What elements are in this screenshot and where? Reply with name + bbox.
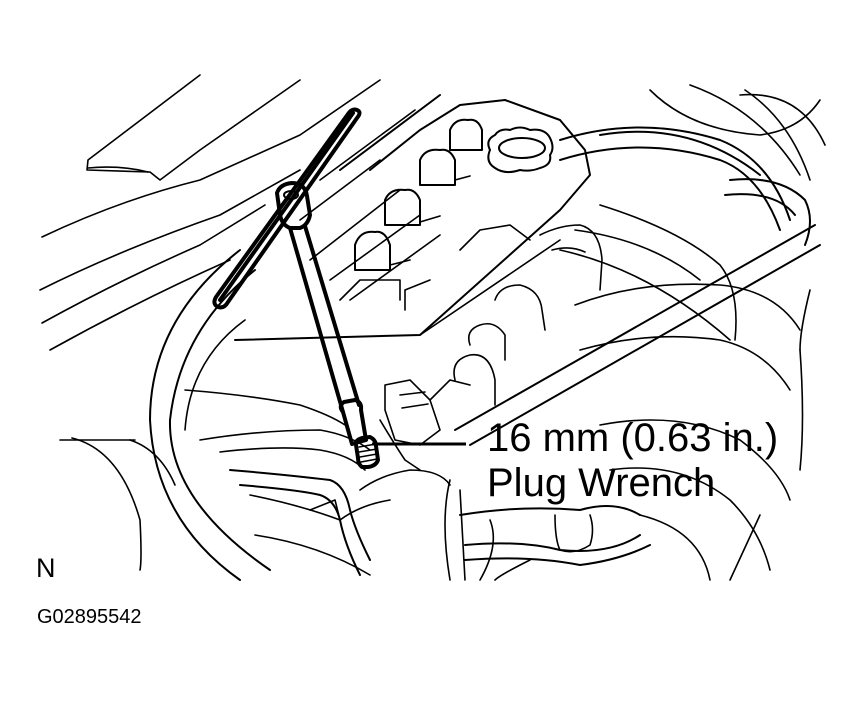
plug-wrench [212, 107, 380, 469]
figure-id: G02895542 [37, 606, 142, 628]
lower-hoses [184, 389, 761, 581]
ignition-coils [339, 118, 483, 311]
diagonal-pipe [454, 224, 821, 446]
view-letter: N [36, 553, 56, 583]
air-duct-lines [59, 249, 271, 581]
wiring-harness [384, 224, 603, 446]
oil-filler-cap [487, 126, 554, 174]
intake-manifold [559, 84, 826, 571]
callout-size-label: 16 mm (0.63 in.) [487, 416, 779, 460]
callout-tool-label: Plug Wrench [487, 461, 716, 505]
hood-edge-lines [39, 74, 381, 351]
